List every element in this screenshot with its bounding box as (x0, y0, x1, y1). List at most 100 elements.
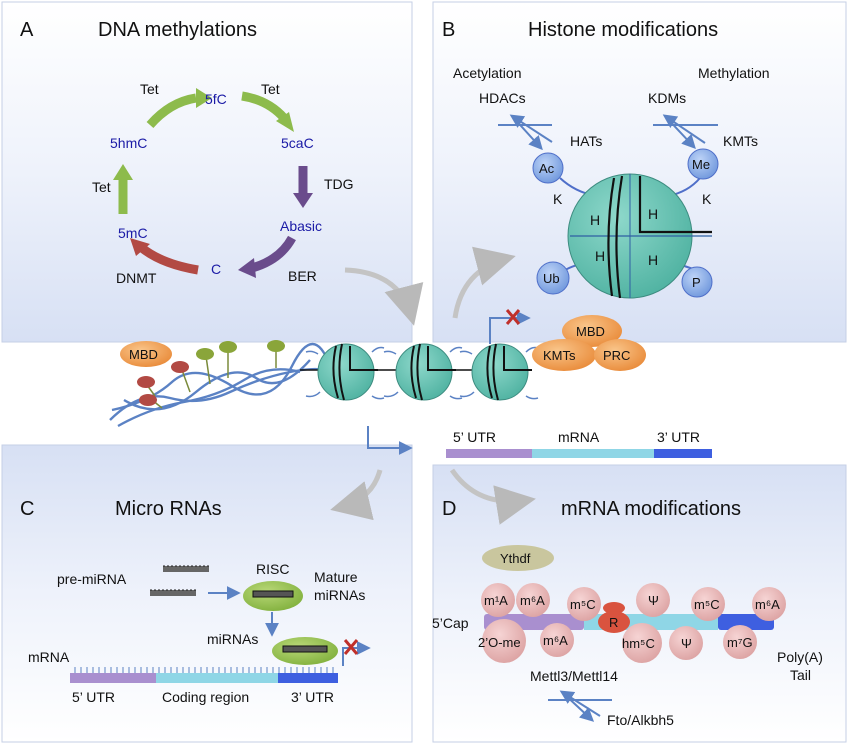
pre-mirna-label: pre-miRNA (57, 571, 127, 587)
prc-blob-label: PRC (603, 348, 630, 363)
node-5cac: 5caC (281, 135, 314, 151)
methylation-cycle-arrows (113, 88, 313, 278)
enzyme-tdg: TDG (324, 176, 354, 192)
label-methylation: Methylation (698, 65, 770, 81)
mod-m1a: m¹A (484, 593, 508, 608)
label-kmts: KMTs (723, 133, 758, 149)
arrow-c-to-5mc-head (130, 238, 150, 256)
node-5fc: 5fC (205, 91, 227, 107)
mbd-right-label: MBD (576, 324, 605, 339)
node-abasic: Abasic (280, 218, 322, 234)
arrow-abasic-to-c-head (238, 258, 256, 278)
arrow-5cac-to-abasic-head (293, 193, 313, 208)
nucleosomes (300, 343, 539, 401)
writers-label: Mettl3/Mettl14 (530, 668, 618, 684)
arrow-c-to-5mc (139, 244, 199, 275)
mirnas-label: miRNAs (207, 631, 258, 647)
me-mark (687, 148, 719, 180)
node-5mc: 5mC (118, 225, 148, 241)
block-x-icon (505, 309, 521, 325)
arrow-abasic-to-c (250, 235, 296, 273)
ac-mark-label: Ac (539, 161, 555, 176)
panel-d-letter: D (442, 498, 456, 520)
panel-c-coding-segment (156, 673, 278, 683)
mature-mirnas-label-2: miRNAs (314, 587, 365, 603)
ac-mark (532, 152, 564, 184)
label-hdacs: HDACs (479, 90, 526, 106)
transcription-arrow (367, 426, 413, 455)
ribosome-r (598, 611, 630, 633)
arrow-5hmc-to-5fc-head (196, 88, 212, 108)
mrna-coding-segment (532, 449, 654, 458)
enzyme-ber: BER (288, 268, 317, 284)
histone-h-1: H (590, 212, 600, 228)
mod-m5c-top-2: m⁵C (694, 597, 720, 612)
label-hats: HATs (570, 133, 602, 149)
mod-m7g: m⁷G (727, 635, 753, 650)
ribosome-small (603, 602, 625, 614)
mbd-left-blob (120, 341, 172, 367)
erasers-label: Fto/Alkbh5 (607, 712, 674, 728)
enzyme-dnmt: DNMT (116, 270, 157, 286)
me-mark-label: Me (692, 157, 710, 172)
ribosome-label: R (609, 615, 618, 630)
histone-h-4: H (648, 252, 658, 268)
mrna-5utr-segment (446, 449, 532, 458)
mirna-blocked-arrow (342, 641, 371, 666)
risc-mirna (252, 590, 294, 598)
panel-c-title: Micro RNAs (115, 498, 222, 520)
mbd-right-blob (562, 315, 622, 347)
histone-modification-arrows (498, 114, 718, 151)
writer-eraser-arrows (548, 690, 612, 722)
ub-mark-label: Ub (543, 271, 560, 286)
kmts-blob (532, 339, 596, 371)
mrna-label: mRNA (558, 429, 600, 445)
enzyme-tet-3: Tet (92, 179, 111, 195)
cap-label: 5’Cap (432, 615, 469, 631)
label-k-right: K (702, 191, 712, 207)
panel-c-coding-label: Coding region (162, 689, 249, 705)
enzyme-tet-1: Tet (140, 81, 159, 97)
mod-m6a-bottom: m⁶A (543, 633, 568, 648)
mod-hm5c: hm⁵C (622, 636, 655, 651)
enzyme-tet-2: Tet (261, 81, 280, 97)
panel-d-title: mRNA modifications (561, 498, 741, 520)
arrow-5mc-to-5hmc-head (113, 164, 133, 180)
panel-b-letter: B (442, 19, 455, 41)
label-k-left: K (553, 191, 563, 207)
mod-psi-top: Ψ (648, 593, 659, 608)
panel-c-letter: C (20, 498, 34, 520)
panel-a-title: DNA methylations (98, 19, 257, 41)
modification-bubbles-bottom (482, 619, 757, 663)
mature-mirnas-label-1: Mature (314, 569, 358, 585)
ythdf-blob (482, 545, 554, 571)
panel-c-utr5-label: 5’ UTR (72, 689, 115, 705)
panel-a-background (1, 1, 413, 343)
mod-m6a-top: m⁶A (520, 593, 545, 608)
p-mark-label: P (692, 275, 701, 290)
mod-psi-bottom: Ψ (681, 636, 692, 651)
panel-transition-arrows (330, 246, 536, 525)
kmts-blob-label: KMTs (543, 348, 576, 363)
mirna-strand (282, 645, 328, 653)
panel-c-mrna-label: mRNA (28, 649, 70, 665)
label-acetylation: Acetylation (453, 65, 521, 81)
mirna-block-x-icon (343, 639, 359, 655)
methyl-group-lollipops (137, 340, 285, 409)
mod-m5c-top-1: m⁵C (570, 597, 596, 612)
panel-c-5utr-segment (70, 673, 156, 683)
panel-c-mrna-ticks (74, 667, 334, 673)
histone-octamer (567, 173, 712, 299)
polya-label-2: Tail (790, 667, 811, 683)
node-c: C (211, 261, 221, 277)
panel-c-3utr-segment (278, 673, 338, 683)
panel-b-title: Histone modifications (528, 19, 718, 41)
modification-bubbles-top (481, 583, 786, 621)
histone-h-2: H (648, 206, 658, 222)
pre-mirna-duplexes (150, 565, 209, 596)
mrna-utr5-label: 5’ UTR (453, 429, 496, 445)
ub-mark (536, 261, 570, 295)
risc-label: RISC (256, 561, 289, 577)
panel-c-utr3-label: 3’ UTR (291, 689, 334, 705)
